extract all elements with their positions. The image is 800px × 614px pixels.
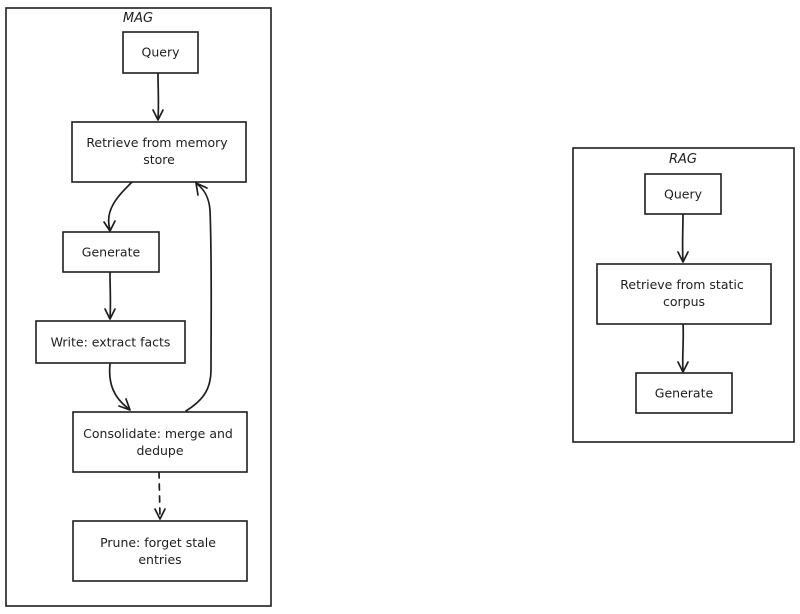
node-mag-consolidate-label-line-1: Consolidate: merge and [83,426,233,441]
mag-frame-title: MAG [123,11,153,26]
node-mag-write: Write: extract facts [35,320,186,364]
edge-rag-retrieve-to-generate-arrowhead [677,361,689,373]
svg-text:Query: Query [664,187,703,202]
node-mag-prune-label-line-1: Prune: forget stale [100,535,216,550]
node-mag-query: Query [122,31,199,74]
node-rag-retrieve-label-line-1: Retrieve from static [620,277,744,292]
edge-rag-query-to-retrieve-arrowhead [677,251,689,263]
rag-frame: RAG [572,147,795,443]
svg-text:Generate: Generate [655,386,714,401]
node-mag-prune: Prune: forget stale entries [72,520,248,582]
edge-mag-write-to-consolidate-arrowhead [118,398,131,411]
edges [103,72,689,520]
node-rag-retrieve-label-line-2: corpus [663,294,705,309]
edge-mag-generate-to-write-arrowhead [104,308,116,320]
edge-mag-consolidate-to-prune-arrowhead [154,508,166,520]
edge-mag-retrieve-to-generate [107,181,133,231]
edge-mag-retrieve-to-generate-arrowhead [103,220,116,232]
edge-mag-query-to-retrieve-arrowhead [152,109,164,121]
svg-text:Retrieve from memory sto: Retrieve from memory store [86,135,231,167]
node-mag-query-label: Query [142,45,181,60]
node-rag-query: Query [644,173,722,215]
edge-mag-write-to-consolidate [108,363,130,410]
svg-text:Consolidate: merge and d: Consolidate: merge and dedupe [83,426,237,458]
rag-frame-title: RAG [669,152,697,167]
svg-text:Prune: forget stale entr: Prune: forget stale entries [100,535,220,567]
node-rag-generate: Generate [635,372,733,414]
node-mag-consolidate-label-line-2: dedupe [136,443,183,458]
node-mag-prune-label-line-2: entries [138,552,181,567]
node-mag-write-label: Write: extract facts [51,335,171,350]
node-mag-retrieve-label-line-1: Retrieve from memory [86,135,228,150]
edge-mag-consolidate-to-retrieve-arrowhead [195,182,208,196]
svg-text:Write: extract facts: Write: extract facts [51,335,171,350]
edge-rag-retrieve-to-generate [681,323,685,372]
mag-frame: MAG [5,7,272,607]
svg-text:Query: Query [142,45,181,60]
node-rag-retrieve: Retrieve from static corpus [596,263,772,325]
node-mag-retrieve-label-line-2: store [143,152,175,167]
node-mag-generate: Generate [62,231,160,273]
node-mag-retrieve: Retrieve from memory store [71,121,247,183]
node-rag-query-label: Query [664,187,703,202]
svg-text:Generate: Generate [82,245,141,260]
node-mag-consolidate: Consolidate: merge and dedupe [72,411,248,473]
svg-text:Retrieve from static cor: Retrieve from static corpus [620,277,747,309]
edge-mag-consolidate-to-retrieve [185,183,213,412]
node-mag-generate-label: Generate [82,245,141,260]
edge-mag-consolidate-to-prune [158,471,161,518]
node-rag-generate-label: Generate [655,386,714,401]
